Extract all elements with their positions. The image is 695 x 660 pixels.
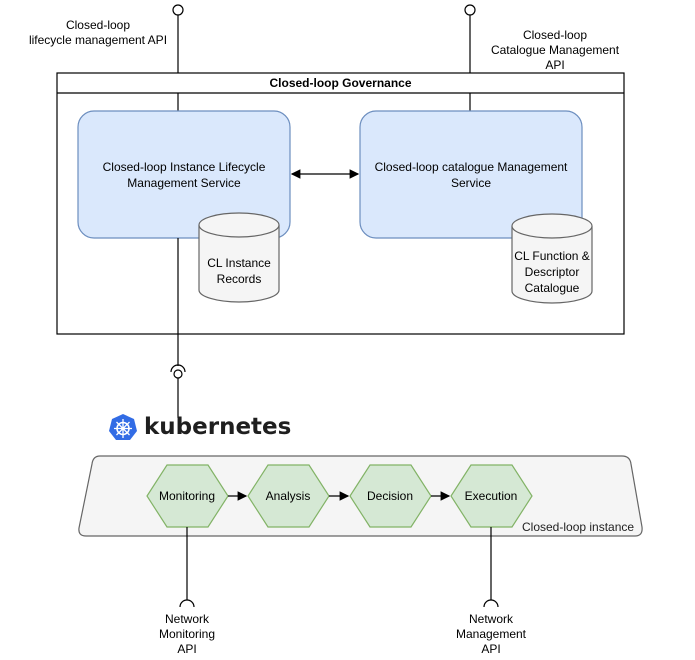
lifecycle-api-connector bbox=[172, 4, 184, 73]
monitoring-api-label: Network Monitoring API bbox=[158, 612, 216, 656]
stage-monitoring bbox=[146, 464, 229, 528]
kubernetes-wordmark: kubernetes bbox=[144, 414, 292, 440]
catalogue-api-connector bbox=[464, 4, 476, 73]
lifecycle-api-label: Closed-loop lifecycle management API bbox=[28, 18, 168, 47]
closed-loop-instance-label: Closed-loop instance bbox=[522, 520, 635, 534]
instance-records-db bbox=[198, 212, 280, 303]
kubernetes-helm-icon bbox=[109, 414, 137, 440]
stage-decision-label: Decision bbox=[366, 489, 414, 503]
stage-decision bbox=[349, 464, 432, 528]
stage-execution bbox=[450, 464, 533, 528]
function-catalogue-db bbox=[511, 213, 593, 304]
stage-monitoring-label: Monitoring bbox=[158, 489, 216, 503]
stage-analysis bbox=[247, 464, 330, 528]
management-api-connector bbox=[483, 527, 499, 608]
catalogue-service-box bbox=[359, 110, 583, 239]
instance-records-label: CL Instance Records bbox=[207, 256, 271, 286]
lifecycle-service-label: Closed-loop Instance Lifecycle Managemen… bbox=[102, 160, 266, 190]
lifecycle-service-box bbox=[77, 110, 291, 239]
catalogue-api-label: Closed-loop Catalogue Management API bbox=[490, 28, 620, 72]
catalogue-service-label: Closed-loop catalogue Management Service bbox=[374, 160, 568, 190]
stage-execution-label: Execution bbox=[464, 489, 518, 503]
management-api-label: Network Management API bbox=[455, 612, 527, 656]
function-catalogue-label: CL Function & Descriptor Catalogue bbox=[514, 249, 590, 295]
stage-analysis-label: Analysis bbox=[265, 489, 311, 503]
governance-title: Closed-loop Governance bbox=[269, 76, 412, 90]
monitoring-api-connector bbox=[179, 527, 195, 608]
platform-socket-connector bbox=[170, 364, 186, 418]
